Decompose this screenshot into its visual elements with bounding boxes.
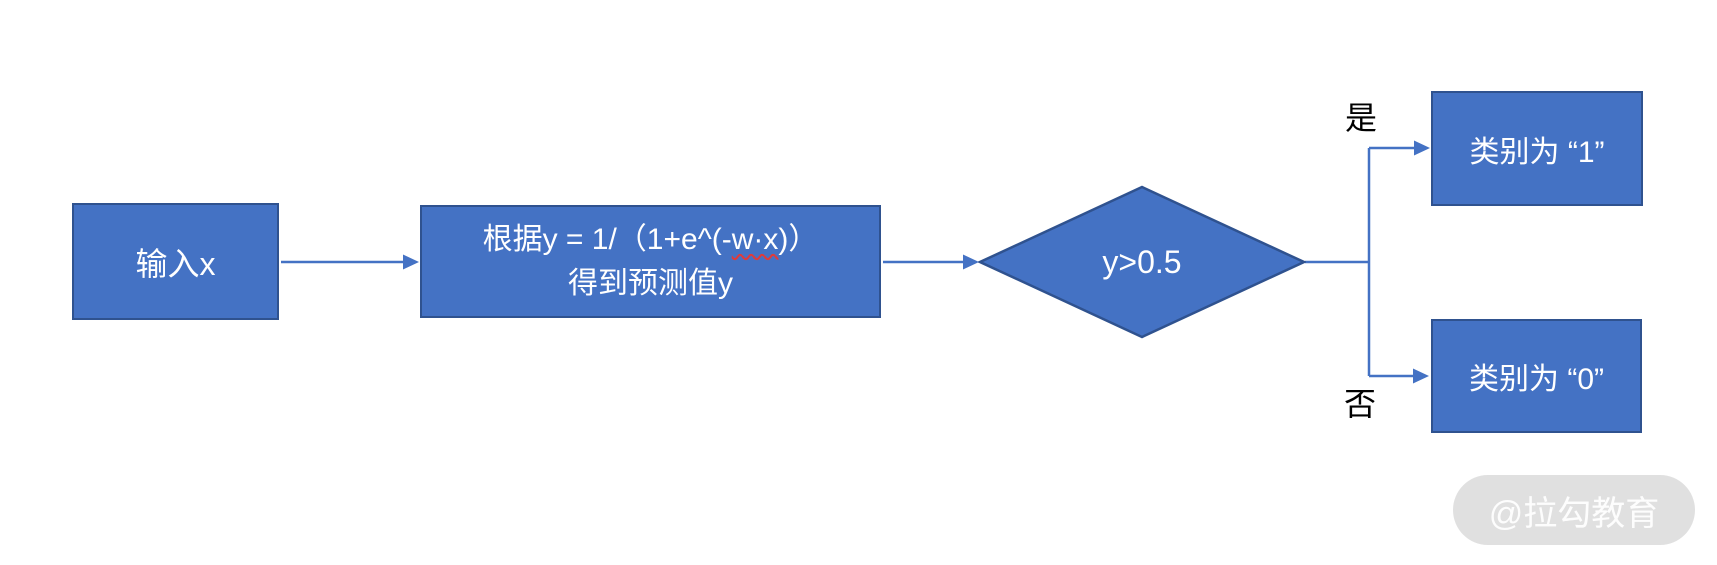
branch-label-no: 否 xyxy=(1344,386,1377,422)
arrowhead-into-class0 xyxy=(1413,368,1429,384)
node-decision-label: y>0.5 xyxy=(1102,243,1182,280)
branch-label-yes: 是 xyxy=(1345,100,1378,136)
node-class-1: 类别为 “1” xyxy=(1431,91,1643,206)
node-formula: 根据y = 1/（1+e^(-w·x)） 得到预测值y xyxy=(420,205,881,318)
arrowhead-into-class1 xyxy=(1414,140,1430,156)
node-formula-line2: 得到预测值y xyxy=(568,266,733,300)
node-class-1-label: 类别为 “1” xyxy=(1469,135,1605,169)
arrowhead-into-formula xyxy=(403,254,419,270)
formula-misspelled-term: w·x xyxy=(731,222,779,256)
decision-diamond-shape xyxy=(978,185,1306,339)
node-input-label: 输入x xyxy=(135,245,216,282)
watermark-badge: @拉勾教育 xyxy=(1453,475,1695,545)
node-decision: y>0.5 xyxy=(978,185,1306,339)
node-class-0: 类别为 “0” xyxy=(1431,319,1642,433)
node-class-0-label: 类别为 “0” xyxy=(1469,363,1604,396)
node-formula-line1: 根据y = 1/（1+e^(-w·x)） xyxy=(483,218,819,262)
formula-suffix: )） xyxy=(778,222,819,256)
formula-prefix: 根据y = 1/（1+e^(- xyxy=(482,222,732,256)
watermark-text: @拉勾教育 xyxy=(1488,494,1660,533)
node-input: 输入x xyxy=(72,203,279,320)
arrowhead-into-decision xyxy=(963,254,979,270)
